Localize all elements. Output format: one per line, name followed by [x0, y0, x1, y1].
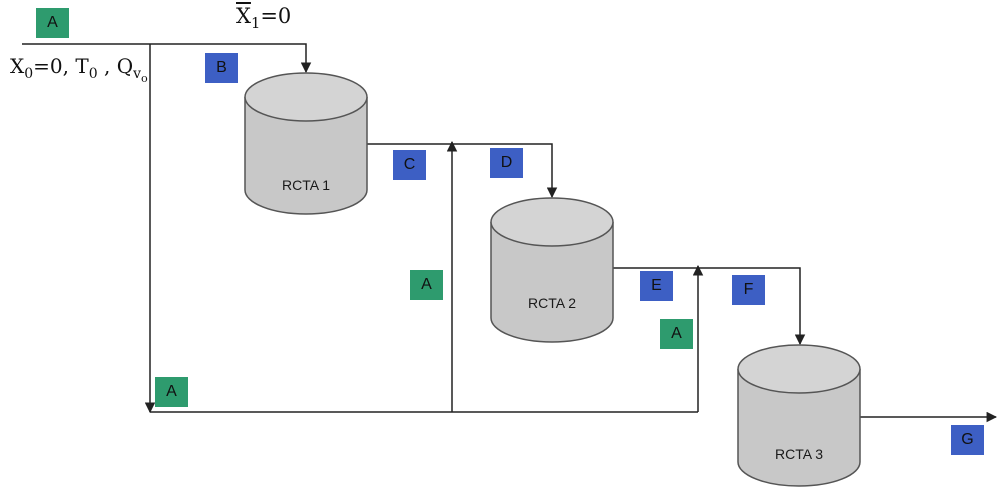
marker-a-mid: A	[410, 270, 443, 300]
marker-a-right: A	[660, 319, 693, 349]
marker-e: E	[640, 271, 673, 301]
tank-rcta-1	[244, 72, 368, 215]
stream-1-2	[366, 143, 558, 199]
top-formula: X1=0	[236, 4, 292, 33]
marker-a-bottom: A	[155, 377, 188, 407]
feed-line	[22, 43, 312, 74]
tank-label-rcta-1: RCTA 1	[282, 177, 330, 193]
marker-a-top: A	[36, 8, 69, 38]
stream-2-3	[613, 267, 806, 346]
tank-label-rcta-2: RCTA 2	[528, 295, 576, 311]
marker-g: G	[951, 425, 984, 455]
marker-f: F	[732, 275, 765, 305]
marker-d: D	[490, 148, 523, 178]
tank-rcta-2	[490, 197, 614, 343]
tank-label-rcta-3: RCTA 3	[775, 446, 823, 462]
marker-c: C	[393, 150, 426, 180]
left-formula: X0=0, T0 , Qvo	[10, 54, 148, 85]
tank-rcta-3	[737, 344, 861, 487]
marker-b: B	[205, 53, 238, 83]
